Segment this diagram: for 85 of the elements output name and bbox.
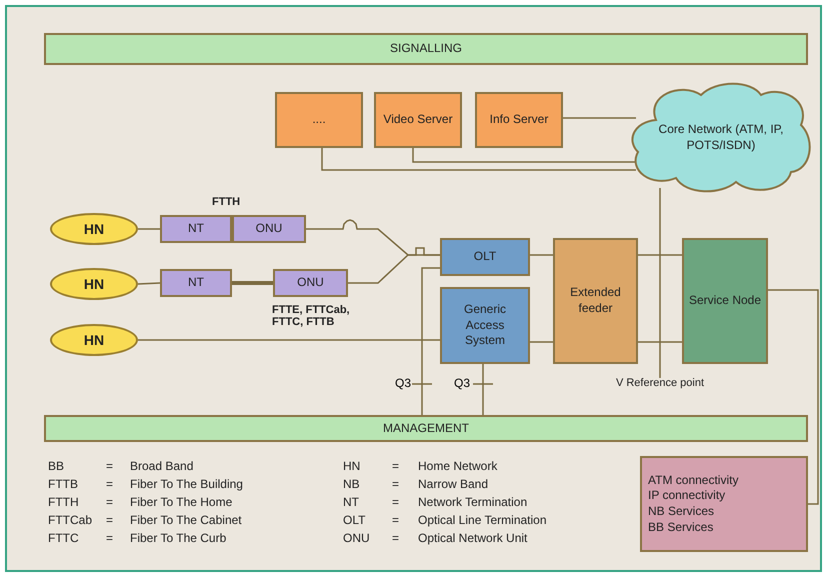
glossary-text: =	[392, 477, 400, 491]
node-label: Extended feeder	[569, 285, 622, 317]
connector-line	[138, 339, 440, 341]
services-box	[640, 456, 808, 552]
glossary-text: =	[106, 477, 114, 491]
node-label: Service Node	[688, 293, 762, 309]
glossary-text: FTTC	[48, 531, 79, 545]
signalling-bar	[44, 33, 808, 65]
node-label: HN	[84, 220, 104, 238]
glossary-text: =	[392, 459, 400, 473]
glossary-text: Optical Line Termination	[418, 513, 547, 527]
glossary-text: OLT	[343, 513, 366, 527]
node-label: ONU	[297, 275, 324, 291]
glossary-text: Fiber To The Building	[130, 477, 243, 491]
glossary-text: =	[392, 531, 400, 545]
node-label: BB Services	[648, 520, 714, 536]
network-unit-box	[232, 215, 306, 243]
node-label: NT	[188, 275, 204, 291]
glossary-text: Broad Band	[130, 459, 194, 473]
node-caption: FTTE, FTTCab, FTTC, FTTB	[272, 304, 351, 328]
node-label: Info Server	[490, 112, 548, 128]
glossary-text: FTTCab	[48, 513, 92, 527]
glossary-text: ONU	[343, 531, 370, 545]
glossary-text: Network Termination	[418, 495, 528, 509]
glossary-text: =	[392, 495, 400, 509]
glossary-text: NB	[343, 477, 360, 491]
network-unit-box	[273, 269, 348, 297]
glossary-text: NT	[343, 495, 359, 509]
connector-line	[412, 148, 636, 163]
glossary-text: Home Network	[418, 459, 498, 473]
glossary-text: Fiber To The Cabinet	[130, 513, 242, 527]
node-label: NB Services	[648, 504, 714, 520]
node-label: MANAGEMENT	[382, 420, 469, 436]
glossary-text: Fiber To The Curb	[130, 531, 226, 545]
glossary-text: Narrow Band	[418, 477, 488, 491]
node-label: NT	[188, 221, 204, 237]
server-box	[275, 92, 363, 148]
connector-line	[530, 254, 553, 256]
glossary-text: =	[106, 513, 114, 527]
connector-line	[482, 364, 484, 415]
management-bar	[44, 415, 808, 442]
node-label: IP connectivity	[648, 488, 726, 504]
glossary-text: =	[106, 531, 114, 545]
service-node-box	[682, 238, 768, 364]
connector-line	[138, 228, 160, 230]
connector-line	[530, 341, 553, 343]
node-label: ATM connectivity	[648, 472, 738, 488]
node-label: Generic Access System	[462, 302, 508, 349]
glossary-text: Optical Network Unit	[418, 531, 528, 545]
connector-line	[321, 148, 636, 171]
edge-label: Q3	[394, 376, 412, 390]
connector-line	[768, 289, 819, 505]
node-label: OLT	[474, 249, 496, 265]
node-label: Video Server	[383, 112, 453, 128]
glossary-text: =	[392, 513, 400, 527]
line-termination-box	[440, 238, 530, 276]
server-box	[475, 92, 563, 148]
node-label: SIGNALLING	[390, 41, 462, 57]
glossary-text: FTTB	[48, 477, 78, 491]
node-label: ....	[312, 112, 326, 128]
connector-line	[232, 281, 273, 285]
connector-line	[638, 341, 682, 343]
glossary-text: =	[106, 459, 114, 473]
node-label: Core Network (ATM, IP, POTS/ISDN)	[658, 122, 784, 154]
annotation-label: V Reference point	[614, 377, 706, 389]
node-label: HN	[84, 274, 104, 294]
connector-line	[421, 267, 440, 415]
termination-box	[160, 269, 232, 297]
node-label: HN	[84, 330, 104, 350]
feeder-box	[553, 238, 638, 364]
annotation-label: FTTH	[212, 196, 240, 208]
connector-line	[348, 254, 440, 284]
termination-box	[160, 215, 232, 243]
glossary-text: =	[106, 495, 114, 509]
access-system-box	[440, 287, 530, 364]
connector-line	[138, 282, 160, 285]
node-label: ONU	[256, 221, 282, 237]
glossary-text: FTTH	[48, 495, 79, 509]
glossary-text: Fiber To The Home	[130, 495, 232, 509]
edge-label: Q3	[453, 376, 472, 390]
server-box	[374, 92, 462, 148]
glossary-text: BB	[48, 459, 64, 473]
connector-line	[638, 254, 682, 256]
connector-line	[563, 117, 636, 119]
glossary-text: HN	[343, 459, 360, 473]
